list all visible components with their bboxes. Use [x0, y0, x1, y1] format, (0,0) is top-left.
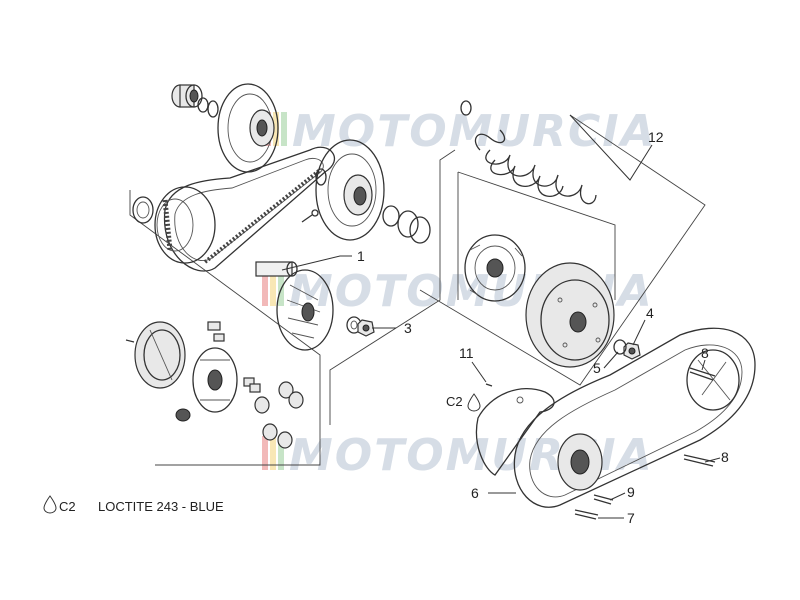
- nut-part4: [623, 342, 641, 360]
- frame-variator-group: [129, 190, 321, 466]
- small-pin: [301, 209, 319, 223]
- leader-9: [609, 492, 626, 501]
- screw-part7: [574, 509, 599, 520]
- bushing: [175, 408, 191, 422]
- leader-1: [281, 255, 352, 271]
- oring-small-center: [315, 168, 327, 186]
- leader-12: [569, 114, 653, 181]
- leader-8b: [704, 457, 721, 463]
- movable-half-pulley-left: [154, 186, 216, 264]
- variator-hub: [255, 261, 298, 277]
- inline-loctite-code: C2: [446, 394, 463, 409]
- leader-5: [603, 351, 619, 369]
- ramp-plate: [192, 347, 238, 413]
- group-frames: [129, 114, 706, 466]
- watermark-top: MOTOMURCIA: [265, 106, 655, 157]
- fan-impeller: [276, 269, 334, 351]
- driven-half-pulley: [315, 139, 385, 241]
- leader-lines: [281, 114, 721, 519]
- callout-5: 5: [593, 360, 601, 376]
- callout-labels: 1 3 4 5 6 7 8 8 9 11 12 C2: [357, 129, 729, 526]
- leader-4: [632, 319, 646, 346]
- variator-cover-plate: [134, 321, 186, 389]
- circlip-rings-top: [197, 97, 219, 118]
- small-screw-left: [125, 339, 135, 343]
- washer-part5: [613, 339, 627, 355]
- callout-8-bottom: 8: [721, 449, 729, 465]
- nut-part3: [357, 319, 375, 337]
- screw-part11: [485, 383, 493, 387]
- callout-9: 9: [627, 484, 635, 500]
- legend-text: LOCTITE 243 - BLUE: [98, 499, 224, 514]
- loctite-drop-icon: [467, 393, 481, 412]
- slider-pieces: [207, 321, 261, 393]
- callout-7: 7: [627, 510, 635, 526]
- frame-pulley-divider: [329, 149, 456, 425]
- frame-clutch-group: [419, 114, 706, 386]
- drive-belt: [163, 146, 336, 272]
- legend: C2 LOCTITE 243 - BLUE: [59, 499, 224, 514]
- clutch-drum: [525, 262, 615, 368]
- callout-12: 12: [648, 129, 664, 145]
- callout-6: 6: [471, 485, 479, 501]
- clutch-shoes: [464, 234, 526, 302]
- callout-1: 1: [357, 248, 365, 264]
- needle-bearing: [171, 84, 203, 108]
- clutch-spring: [460, 100, 597, 205]
- fixed-half-pulley: [217, 83, 279, 173]
- legend-drop-icon: [43, 495, 57, 514]
- oil-seal-left: [132, 196, 154, 224]
- transmission-cover: [513, 327, 756, 508]
- o-rings-right: [382, 205, 431, 244]
- callout-3: 3: [404, 320, 412, 336]
- rollers: [254, 381, 304, 449]
- screw-part8-top: [689, 367, 716, 381]
- legend-code: C2: [59, 499, 76, 514]
- leader-8a: [701, 359, 706, 371]
- leader-11: [471, 361, 487, 383]
- callout-11: 11: [459, 345, 474, 361]
- callout-8-top: 8: [701, 345, 709, 361]
- frame-clutch-inner-top: [457, 171, 616, 300]
- callout-4: 4: [646, 305, 654, 321]
- screw-part9: [593, 494, 614, 505]
